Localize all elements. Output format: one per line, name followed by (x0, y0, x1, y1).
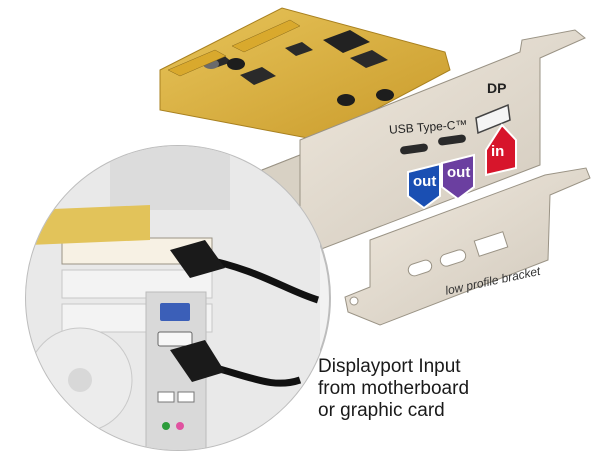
pc-closeup (25, 145, 331, 451)
caption-line-3: or graphic card (318, 400, 445, 421)
dp-label: DP (487, 80, 507, 96)
port-badges (407, 123, 517, 210)
pcie-card (159, 7, 451, 141)
badge-in: in (491, 143, 505, 160)
displayport-cables (170, 240, 320, 387)
caption-line-1: Displayport Input (318, 356, 461, 377)
caption: Displayport Input from motherboard or gr… (318, 356, 469, 422)
badge-out-2: out (447, 164, 471, 181)
caption-line-2: from motherboard (318, 378, 470, 399)
low-profile-bracket (344, 167, 591, 326)
badge-out-1: out (413, 173, 437, 190)
